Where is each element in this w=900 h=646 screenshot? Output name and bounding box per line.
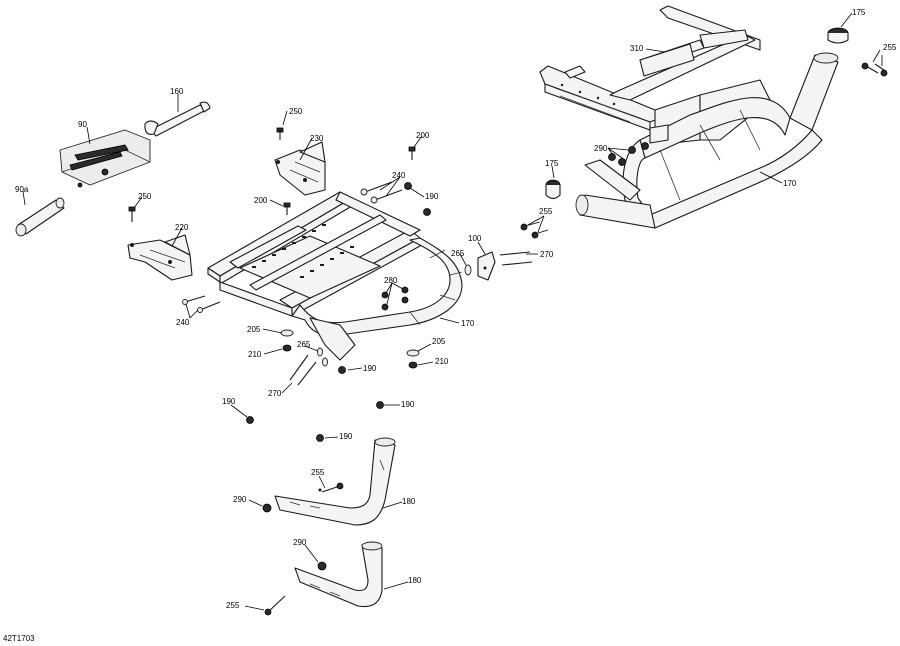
- callout: 210: [248, 350, 262, 359]
- bolt-255-bottom-part: [264, 595, 286, 616]
- callout: 310: [630, 44, 644, 53]
- callout: 160: [170, 87, 184, 96]
- washer-265-part: [464, 264, 472, 276]
- nut-190-part: [404, 182, 431, 216]
- callout: 250: [138, 192, 152, 201]
- toolkit-part: [59, 129, 151, 188]
- plate-part: [639, 43, 695, 77]
- nut-190-lower-part: [246, 366, 384, 442]
- callout: 220: [175, 223, 189, 232]
- callout: 190: [339, 432, 353, 441]
- callout: 265: [451, 249, 465, 258]
- callout: 190: [425, 192, 439, 201]
- figure-id: 42T1703: [3, 634, 35, 643]
- bolt-270-part: [499, 251, 533, 266]
- callout: 200: [254, 196, 268, 205]
- callout: 270: [540, 250, 554, 259]
- callout: 265: [297, 340, 311, 349]
- callout: 180: [402, 497, 416, 506]
- callout: 205: [432, 337, 446, 346]
- callout: 255: [883, 43, 897, 52]
- nut-290-lower-part: [262, 503, 272, 513]
- bracket-100-part: [477, 251, 496, 281]
- nut-290-bottom-part: [317, 561, 327, 571]
- callout: 255: [311, 468, 325, 477]
- callout: 180: [408, 576, 422, 585]
- callout: 90a: [15, 185, 29, 194]
- bracket-220-part: [127, 234, 193, 281]
- main-frame-part: [207, 191, 463, 361]
- callout: 280: [384, 276, 398, 285]
- callout: 290: [293, 538, 307, 547]
- bolt-270-lower-part: [289, 354, 317, 386]
- step-180-upper-part: [274, 437, 396, 526]
- callout: 255: [539, 207, 553, 216]
- callout: 90: [78, 120, 87, 129]
- callout: 205: [247, 325, 261, 334]
- callout: 290: [594, 144, 608, 153]
- frame-holes: [252, 224, 354, 278]
- callout: 240: [176, 318, 190, 327]
- callout: 100: [468, 234, 482, 243]
- callout: 200: [416, 131, 430, 140]
- callout: 290: [233, 495, 247, 504]
- bolt-250-upper-part: [276, 127, 284, 140]
- bolt-part-2: [520, 221, 549, 239]
- nut-210-part: [282, 344, 418, 369]
- bolt-part: [861, 62, 888, 77]
- washer-205-part: [280, 329, 420, 357]
- callout: 175: [852, 8, 866, 17]
- callout: 170: [783, 179, 797, 188]
- callout: 230: [310, 134, 324, 143]
- bolt-200-part: [408, 146, 416, 160]
- rear-frame-part: [539, 5, 771, 146]
- callout: 190: [401, 400, 415, 409]
- callout-labels: 175 255 310 160 90 250 230 200 290 170 1…: [15, 8, 897, 610]
- bolt-255-lower-part: [321, 482, 344, 493]
- callout: 170: [461, 319, 475, 328]
- cap-part: [827, 27, 849, 44]
- cap-part-2: [545, 179, 561, 200]
- callout: 240: [392, 171, 406, 180]
- callout: 175: [545, 159, 559, 168]
- bracket-230-part: [274, 141, 326, 196]
- callout: 190: [222, 397, 236, 406]
- callout: 190: [363, 364, 377, 373]
- callout: 255: [226, 601, 240, 610]
- wrench-part: [144, 101, 211, 137]
- washer-265-lower-part: [317, 347, 328, 367]
- rear-bumper-part: [575, 52, 839, 229]
- callout: 210: [435, 357, 449, 366]
- nut-280-part: [381, 286, 409, 311]
- leader-lines: [22, 12, 883, 611]
- callout: 270: [268, 389, 282, 398]
- step-180-lower-part: [294, 541, 383, 608]
- pin-240-part: [360, 181, 403, 204]
- bolt-250-part: [128, 206, 136, 222]
- nut-part: [608, 142, 649, 166]
- socket-tool-part: [15, 197, 65, 237]
- callout: 250: [289, 107, 303, 116]
- bolt-200-b-part: [283, 202, 291, 215]
